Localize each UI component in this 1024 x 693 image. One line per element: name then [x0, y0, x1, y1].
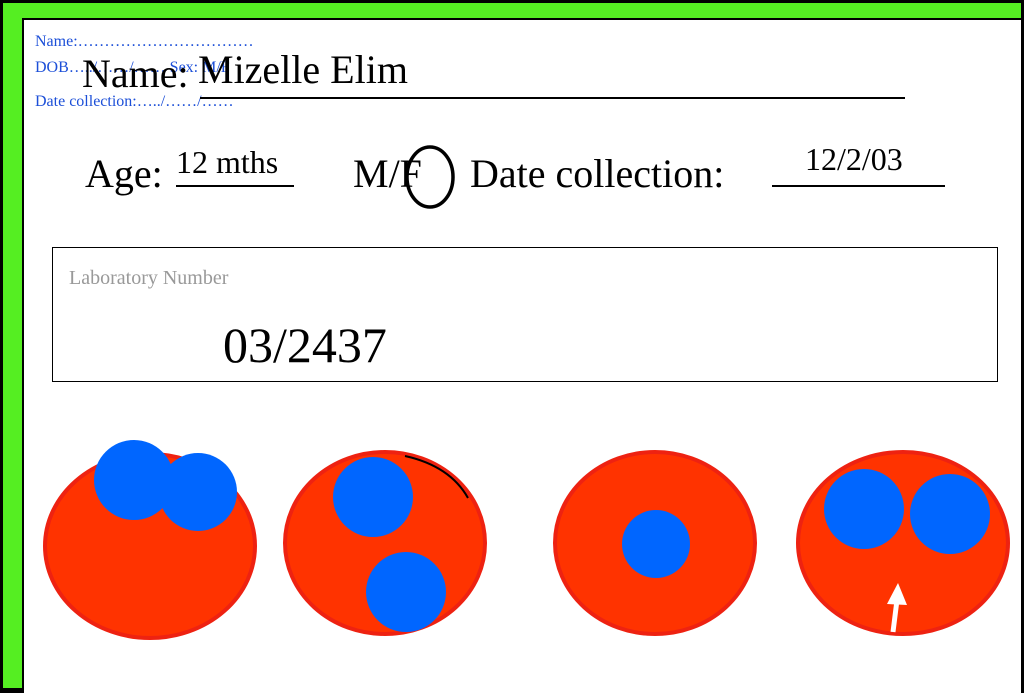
template-name-line: Name:…………………………… — [35, 33, 254, 50]
date-label: Date collection: — [470, 151, 725, 196]
template-dob-line: DOB…../……/…… Sex: M/F — [35, 59, 230, 76]
laboratory-number-value: 03/2437 — [223, 317, 387, 373]
cell-4-nucleus-1 — [824, 469, 904, 549]
cell-1-nucleus-2 — [159, 453, 237, 531]
template-date-line: Date collection:…../……/…… — [35, 93, 234, 110]
sex-circle-mark — [405, 145, 455, 209]
pointer-arrow-icon — [887, 583, 907, 633]
laboratory-number-label: Laboratory Number — [69, 267, 229, 289]
cell-2-nucleus-2 — [366, 552, 446, 632]
cell-2-edge-shadow — [404, 455, 469, 499]
age-label: Age: — [85, 151, 163, 196]
cell-1-nucleus-1 — [94, 440, 174, 520]
name-value: Mizelle Elim — [198, 47, 408, 92]
cell-2-nucleus-1 — [333, 457, 413, 537]
laboratory-number-box: Laboratory Number 03/2437 — [52, 247, 998, 382]
cell-3-nucleus — [622, 510, 690, 578]
cell-4-nucleus-2 — [910, 474, 990, 554]
age-value: 12 mths — [176, 144, 279, 180]
date-value: 12/2/03 — [805, 141, 903, 177]
name-label: Name: — [82, 51, 189, 96]
